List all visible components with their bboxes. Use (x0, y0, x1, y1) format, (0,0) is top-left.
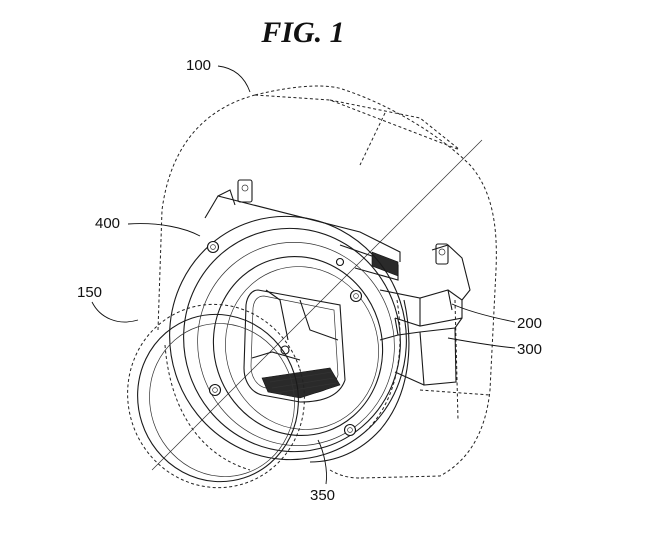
sensor-holder (204, 179, 471, 327)
leader-300 (447, 337, 516, 349)
leader-350 (317, 439, 327, 485)
leader-100 (217, 65, 251, 93)
shutter-slats (269, 371, 337, 394)
optical-filter-element (127, 303, 305, 489)
figure-title: FIG. 1 (260, 16, 344, 49)
label-100: 100 (186, 57, 211, 74)
label-200: 200 (517, 315, 542, 332)
leader-200 (451, 303, 516, 323)
label-350: 350 (310, 487, 335, 504)
mount-opening (243, 289, 346, 403)
mount-screws (206, 240, 363, 437)
label-300: 300 (517, 341, 542, 358)
camera-body-outline (157, 85, 497, 479)
lens-mount-ring (169, 215, 410, 463)
label-150: 150 (77, 284, 102, 301)
bracket (379, 317, 463, 386)
label-400: 400 (95, 215, 120, 232)
leader-400 (127, 223, 201, 237)
optical-axis (151, 139, 483, 471)
leader-150 (91, 301, 139, 323)
